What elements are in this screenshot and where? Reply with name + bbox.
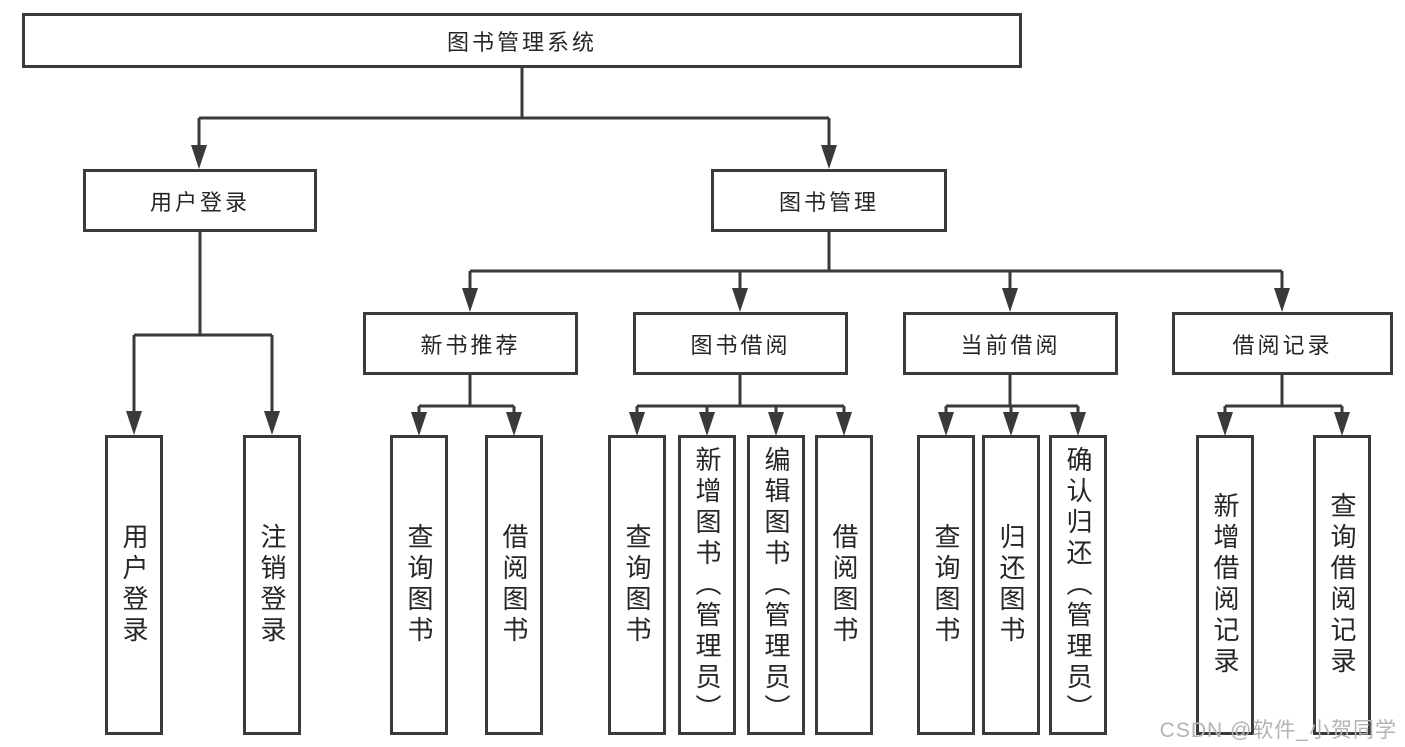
node-root: 图书管理系统 bbox=[22, 13, 1022, 68]
leaf-bb-borrow-books: 借阅图书 bbox=[815, 435, 873, 735]
leaf-cb-return-books: 归还图书 bbox=[982, 435, 1040, 735]
node-borrow-records: 借阅记录 bbox=[1172, 312, 1393, 375]
node-new-book-recommend: 新书推荐 bbox=[363, 312, 578, 375]
node-user-login: 用户登录 bbox=[83, 169, 317, 232]
csdn-watermark: CSDN @软件_小贺同学 bbox=[1159, 719, 1397, 742]
connector-paths bbox=[132, 68, 1344, 417]
leaf-user-login: 用户登录 bbox=[105, 435, 163, 735]
node-current-borrow: 当前借阅 bbox=[903, 312, 1118, 375]
node-book-management: 图书管理 bbox=[711, 169, 947, 232]
leaf-bb-edit-books-admin: 编辑图书（管理员） bbox=[747, 435, 805, 735]
arrowheads bbox=[126, 145, 1350, 436]
node-book-borrow: 图书借阅 bbox=[633, 312, 848, 375]
leaf-nb-borrow-books: 借阅图书 bbox=[485, 435, 543, 735]
leaf-logout: 注销登录 bbox=[243, 435, 301, 735]
leaf-cb-query-books: 查询图书 bbox=[917, 435, 975, 735]
leaf-nb-query-books: 查询图书 bbox=[390, 435, 448, 735]
leaf-cb-confirm-return-admin: 确认归还（管理员） bbox=[1049, 435, 1107, 735]
leaf-bb-query-books: 查询图书 bbox=[608, 435, 666, 735]
leaf-br-query-record: 查询借阅记录 bbox=[1313, 435, 1371, 735]
leaf-br-add-record: 新增借阅记录 bbox=[1196, 435, 1254, 735]
leaf-bb-add-books-admin: 新增图书（管理员） bbox=[678, 435, 736, 735]
